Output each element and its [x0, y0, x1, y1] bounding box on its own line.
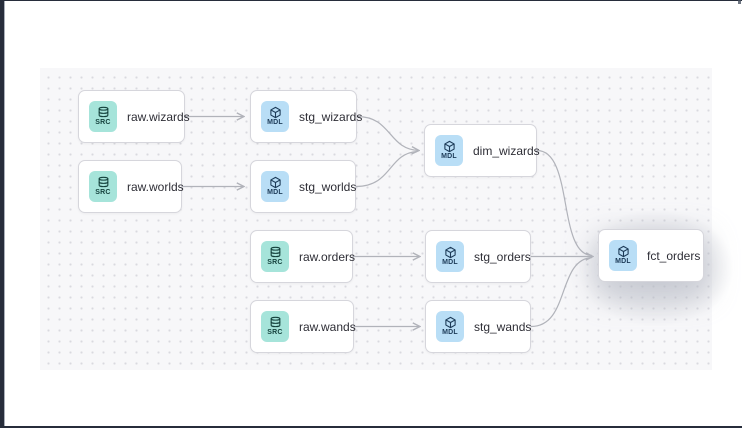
window-edge-top — [0, 0, 742, 1]
node-label: raw.wands — [299, 319, 356, 334]
scrollbar-artifact — [738, 0, 741, 4]
node-stg-orders[interactable]: MDL stg_orders — [425, 230, 531, 283]
node-fct-orders[interactable]: MDL fct_orders — [598, 229, 704, 282]
node-label: stg_orders — [474, 249, 531, 264]
badge-label: MDL — [442, 329, 458, 336]
node-label: stg_wands — [474, 319, 532, 334]
badge-label: SRC — [95, 119, 111, 126]
database-icon — [269, 316, 282, 329]
badge-label: MDL — [267, 119, 283, 126]
node-label: fct_orders — [647, 248, 701, 263]
src-badge: SRC — [89, 171, 117, 202]
node-label: stg_worlds — [299, 179, 357, 194]
src-badge: SRC — [261, 241, 289, 272]
node-raw-wands[interactable]: SRC raw.wands — [250, 300, 356, 353]
src-badge: SRC — [261, 311, 289, 342]
src-badge: SRC — [89, 101, 117, 132]
node-label: raw.worlds — [127, 179, 184, 194]
cube-icon — [443, 140, 456, 153]
badge-label: SRC — [95, 189, 111, 196]
node-stg-wands[interactable]: MDL stg_wands — [425, 300, 531, 353]
cube-icon — [269, 176, 282, 189]
database-icon — [269, 246, 282, 259]
node-dim-wizards[interactable]: MDL dim_wizards — [424, 124, 540, 177]
node-label: dim_wizards — [473, 143, 540, 158]
node-stg-worlds[interactable]: MDL stg_worlds — [250, 160, 356, 213]
mdl-badge: MDL — [436, 241, 464, 272]
mdl-badge: MDL — [435, 135, 463, 166]
node-raw-worlds[interactable]: SRC raw.worlds — [78, 160, 184, 213]
cube-icon — [617, 245, 630, 258]
node-stg-wizards[interactable]: MDL stg_wizards — [250, 90, 362, 143]
badge-label: SRC — [267, 259, 283, 266]
badge-label: MDL — [441, 153, 457, 160]
cube-icon — [444, 246, 457, 259]
badge-label: MDL — [442, 259, 458, 266]
database-icon — [97, 106, 110, 119]
window-edge-left — [0, 0, 5, 428]
badge-label: SRC — [267, 329, 283, 336]
mdl-badge: MDL — [261, 171, 289, 202]
node-label: stg_wizards — [299, 109, 363, 124]
node-raw-wizards[interactable]: SRC raw.wizards — [78, 90, 190, 143]
window-edge-bottom — [0, 426, 742, 428]
badge-label: MDL — [615, 258, 631, 265]
cube-icon — [444, 316, 457, 329]
node-label: raw.orders — [299, 249, 356, 264]
node-raw-orders[interactable]: SRC raw.orders — [250, 230, 356, 283]
mdl-badge: MDL — [436, 311, 464, 342]
node-label: raw.wizards — [127, 109, 190, 124]
database-icon — [97, 176, 110, 189]
badge-label: MDL — [267, 189, 283, 196]
mdl-badge: MDL — [609, 240, 637, 271]
cube-icon — [269, 106, 282, 119]
mdl-badge: MDL — [261, 101, 289, 132]
